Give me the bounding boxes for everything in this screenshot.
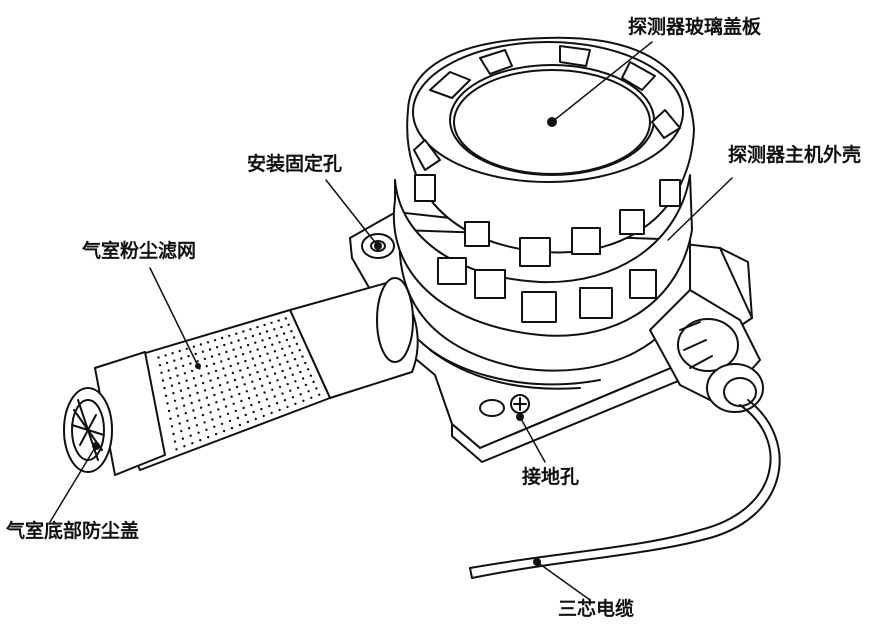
- label-glass-cover: 探测器玻璃盖板: [628, 16, 762, 38]
- label-grounding-hole: 接地孔: [522, 466, 580, 488]
- label-dust-filter: 气室粉尘滤网: [82, 240, 197, 262]
- grounding-hole: [479, 394, 530, 421]
- leader-grounding-hole: [519, 416, 546, 463]
- leader-lines: [49, 41, 733, 601]
- leader-mounting-hole: [325, 179, 379, 247]
- cable-gland: [649, 289, 764, 413]
- label-mounting-hole: 安装固定孔: [247, 153, 343, 175]
- leader-main-housing: [667, 177, 733, 241]
- label-bottom-dust-cap: 气室底部防尘盖: [6, 520, 140, 542]
- leader-bottom-cap: [49, 445, 97, 523]
- leader-glass-cover: [551, 41, 653, 123]
- label-three-core-cable: 三芯电缆: [558, 598, 635, 620]
- label-main-housing: 探测器主机外壳: [728, 144, 862, 166]
- cable: [469, 399, 781, 579]
- housing-lower-band: [392, 174, 693, 337]
- leader-cable: [536, 561, 591, 601]
- chamber-sleeve: [289, 277, 419, 399]
- bottom-dust-cap: [63, 351, 166, 476]
- leader-dust-filter: [149, 267, 199, 367]
